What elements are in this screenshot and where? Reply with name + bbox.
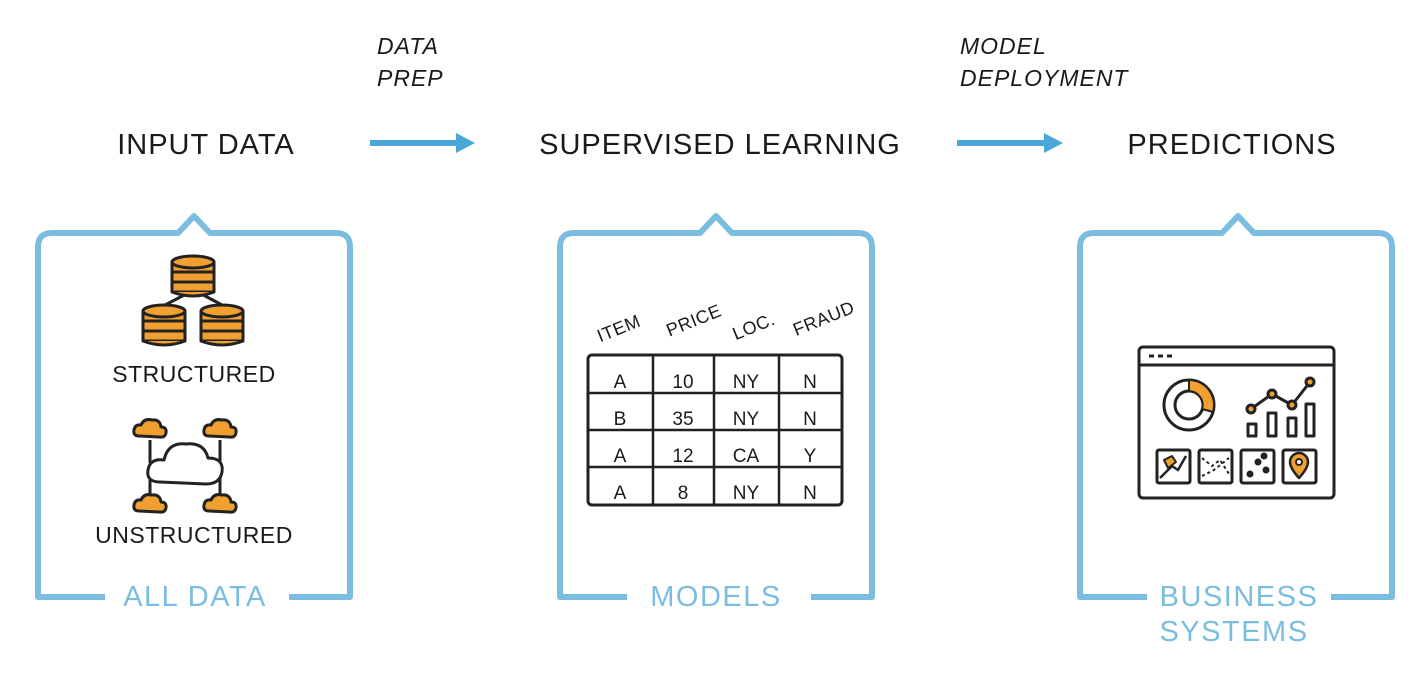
table-cell: A [614, 372, 627, 393]
table-cell: B [614, 409, 627, 430]
table-header-loc: LOC. [730, 309, 778, 344]
table-cell: 35 [672, 409, 693, 430]
table-cell: N [803, 372, 817, 393]
model-deployment-arrow: MODEL DEPLOYMENT [957, 33, 1129, 153]
unstructured-label: UNSTRUCTURED [95, 522, 293, 548]
table-cell: 10 [672, 372, 693, 393]
dashboard-icon [1137, 345, 1336, 500]
table-cell: N [803, 483, 817, 504]
frame-label-all-data: ALL DATA [123, 581, 267, 613]
table-cell: CA [733, 446, 760, 467]
all-data-frame: ALL DATA [35, 213, 353, 613]
line-bar-chart-icon [1245, 376, 1316, 438]
map-icon [1155, 448, 1192, 485]
table-cell: Y [804, 446, 817, 467]
location-pin-icon [1281, 448, 1318, 485]
business-systems-frame: BUSINESS SYSTEMS [1077, 213, 1395, 648]
route-map-icon [1197, 448, 1234, 485]
donut-chart-icon [1162, 378, 1216, 432]
table-header-item: ITEM [594, 311, 643, 346]
stage-title-learning: SUPERVISED LEARNING [539, 129, 901, 161]
scatter-icon [1239, 448, 1276, 485]
table-cell: NY [733, 409, 760, 430]
database-network-icon [141, 254, 245, 347]
table-header-price: PRICE [663, 300, 724, 340]
arrow-label-data: DATA [377, 33, 439, 59]
frame-label-business: BUSINESS [1160, 581, 1319, 613]
table-header-fraud: FRAUD [790, 297, 857, 340]
frame-label-systems: SYSTEMS [1159, 616, 1308, 648]
data-prep-arrow: DATA PREP [370, 33, 475, 153]
stage-title-predictions: PREDICTIONS [1127, 129, 1336, 161]
models-frame: MODELS [557, 213, 875, 613]
table-cell: A [614, 483, 627, 504]
stage-title-input: INPUT DATA [117, 129, 295, 161]
table-cell: NY [733, 483, 760, 504]
arrow-label-prep: PREP [377, 65, 444, 91]
table-cell: 8 [678, 483, 689, 504]
table-cell: NY [733, 372, 760, 393]
arrow-label-model: MODEL [960, 33, 1047, 59]
structured-label: STRUCTURED [112, 361, 275, 387]
cloud-network-icon [132, 418, 238, 514]
arrow-label-deployment: DEPLOYMENT [960, 65, 1129, 91]
table-cell: 12 [672, 446, 693, 467]
table-cell: N [803, 409, 817, 430]
table-cell: A [614, 446, 627, 467]
frame-label-models: MODELS [650, 581, 781, 613]
